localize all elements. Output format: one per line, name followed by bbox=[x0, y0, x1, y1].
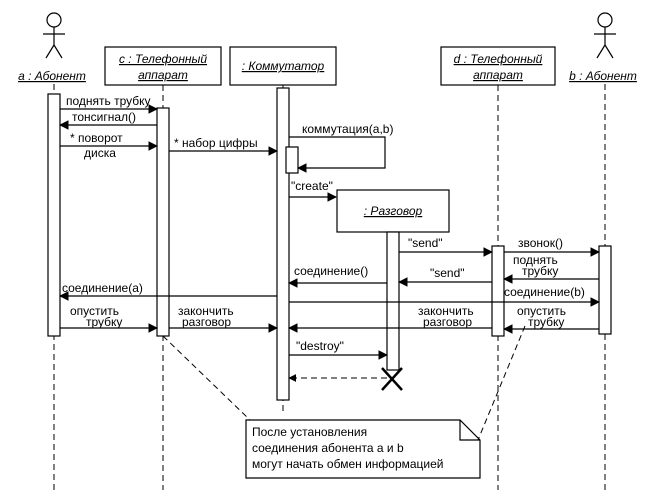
object-switch-label: : Коммутатор bbox=[242, 59, 325, 73]
activation-switch-nested bbox=[285, 146, 299, 174]
object-phone-d: d : Телефонный аппарат bbox=[440, 46, 556, 86]
note-line-2: соединения абонента a и b bbox=[252, 441, 404, 455]
msg-lift-b-label-1: поднять bbox=[513, 253, 558, 267]
msg-rotate-dial-label-1: * поворот bbox=[70, 131, 123, 145]
msg-lift-b-label-2: трубку bbox=[522, 264, 558, 278]
msg-connection-a-label: соединение(a) bbox=[62, 281, 143, 295]
note-connector-left bbox=[162, 335, 251, 421]
object-phone-d-label-1: d : Телефонный bbox=[454, 52, 543, 66]
note: После установления соединения абонента a… bbox=[245, 419, 481, 479]
msg-connection-b-label: соединение(b) bbox=[504, 285, 585, 299]
msg-hangup-a-label-1: опустить bbox=[70, 304, 119, 318]
msg-end-d-label-1: закончить bbox=[418, 304, 474, 318]
note-line-1: После установления bbox=[252, 425, 367, 439]
object-phone-c-label-2: аппарат bbox=[138, 68, 188, 82]
actor-b-icon bbox=[594, 12, 616, 59]
activation-conversation bbox=[386, 231, 400, 371]
actor-a-icon bbox=[43, 12, 65, 59]
object-conversation: : Разговор bbox=[336, 189, 450, 233]
activation-switch bbox=[276, 87, 290, 401]
msg-hangup-b-label-2: трубку bbox=[528, 315, 564, 329]
object-conversation-label: : Разговор bbox=[364, 204, 423, 218]
activation-b bbox=[598, 245, 612, 335]
msg-call-label: звонок() bbox=[518, 236, 563, 250]
msg-dial-digits-label: * набор цифры bbox=[174, 136, 258, 150]
msg-connection-switch-label: соединение() bbox=[294, 264, 368, 278]
msg-create-label: "create" bbox=[291, 179, 333, 193]
object-phone-c-label-1: c : Телефонный bbox=[119, 52, 207, 66]
msg-hangup-b-label-1: опустить bbox=[517, 304, 566, 318]
msg-end-c-label-2: разговор bbox=[182, 315, 231, 329]
activation-a bbox=[47, 93, 61, 337]
actor-b-label: b : Абонент bbox=[569, 69, 637, 83]
note-connector-right bbox=[477, 325, 526, 441]
msg-destroy-label: "destroy" bbox=[296, 339, 344, 353]
object-phone-c: c : Телефонный аппарат bbox=[104, 46, 222, 86]
msg-dial-tone-label: тонсигнал() bbox=[72, 110, 136, 124]
msg-send-2-label: "send" bbox=[430, 266, 465, 280]
msg-hangup-a-label-2: трубку bbox=[86, 315, 122, 329]
activation-phone-d bbox=[491, 245, 505, 337]
msg-end-d-label-2: разговор bbox=[423, 315, 472, 329]
msg-switching-label: коммутация(a,b) bbox=[302, 122, 393, 136]
msg-rotate-dial-label-2: диска bbox=[84, 146, 116, 160]
msg-end-c-label-1: закончить bbox=[178, 304, 234, 318]
object-switch: : Коммутатор bbox=[229, 46, 337, 86]
note-line-3: могут начать обмен информацией bbox=[252, 457, 444, 471]
destroy-x-icon bbox=[381, 367, 403, 391]
object-phone-d-label-2: аппарат bbox=[473, 68, 523, 82]
msg-lift-handset-label: поднять трубку bbox=[66, 94, 151, 108]
msg-send-1-label: "send" bbox=[408, 236, 443, 250]
activation-phone-c bbox=[156, 107, 170, 337]
actor-a-label: a : Абонент bbox=[18, 69, 86, 83]
msg-switching-arrow bbox=[289, 136, 386, 173]
